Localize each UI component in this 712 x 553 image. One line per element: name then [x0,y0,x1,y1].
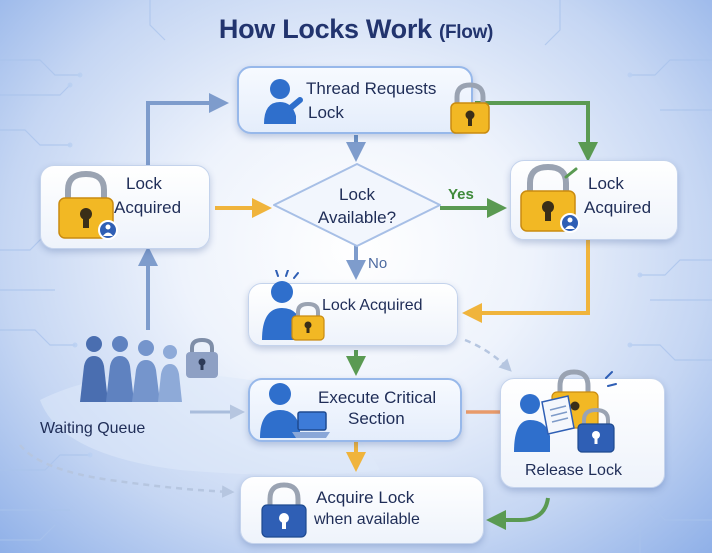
node-acquired-right-line1: Lock [588,174,624,193]
gold-lock-icon [58,170,118,240]
node-execute-line2: Section [348,409,405,428]
node-acquire-when-line1: Acquire Lock [316,488,415,507]
arrow-acquired-left-to-requests [146,93,229,165]
gold-lock-icon [450,82,490,134]
blue-lock-icon [261,482,307,538]
edge-yes-label: Yes [448,186,474,203]
arrow-acquired-right-to-center [462,240,590,323]
node-acquired-left-line2: Acquired [114,198,182,217]
node-waiting-queue-label: Waiting Queue [40,420,146,437]
node-decision-line1: Lock [339,185,375,204]
node-acquired-right-line2: Acquired [584,198,652,217]
node-execute-line1: Execute Critical [318,388,437,407]
person-laptop-icon [260,383,330,438]
decision-diamond [273,163,441,247]
title-paren: (Flow) [438,22,494,43]
node-acquired-center-label: Lock Acquired [322,297,423,314]
arrow-requests-to-acquired-right [475,101,598,162]
node-thread-requests-line2: Lock [308,103,344,122]
dashed-center-to-release [464,338,512,372]
node-release-label: Release Lock [525,462,622,479]
arrow-release-to-acquire [486,497,550,530]
title-main: How Locks Work [218,14,432,44]
node-acquired-left-line1: Lock [126,174,162,193]
node-decision-line2: Available? [317,208,397,227]
gold-lock-icon [520,163,580,233]
diagram-title: How Locks Work (Flow) [0,14,712,45]
node-acquire-when-line2: when available [314,511,420,528]
queue-people-icon [80,336,218,402]
person-with-lock-icon [262,270,325,341]
node-thread-requests-line1: Thread Requests [306,79,437,98]
person-icon [264,79,303,124]
release-lock-icon [514,369,617,453]
edge-no-label: No [368,255,388,272]
dashed-queue-to-acquire [19,444,235,498]
